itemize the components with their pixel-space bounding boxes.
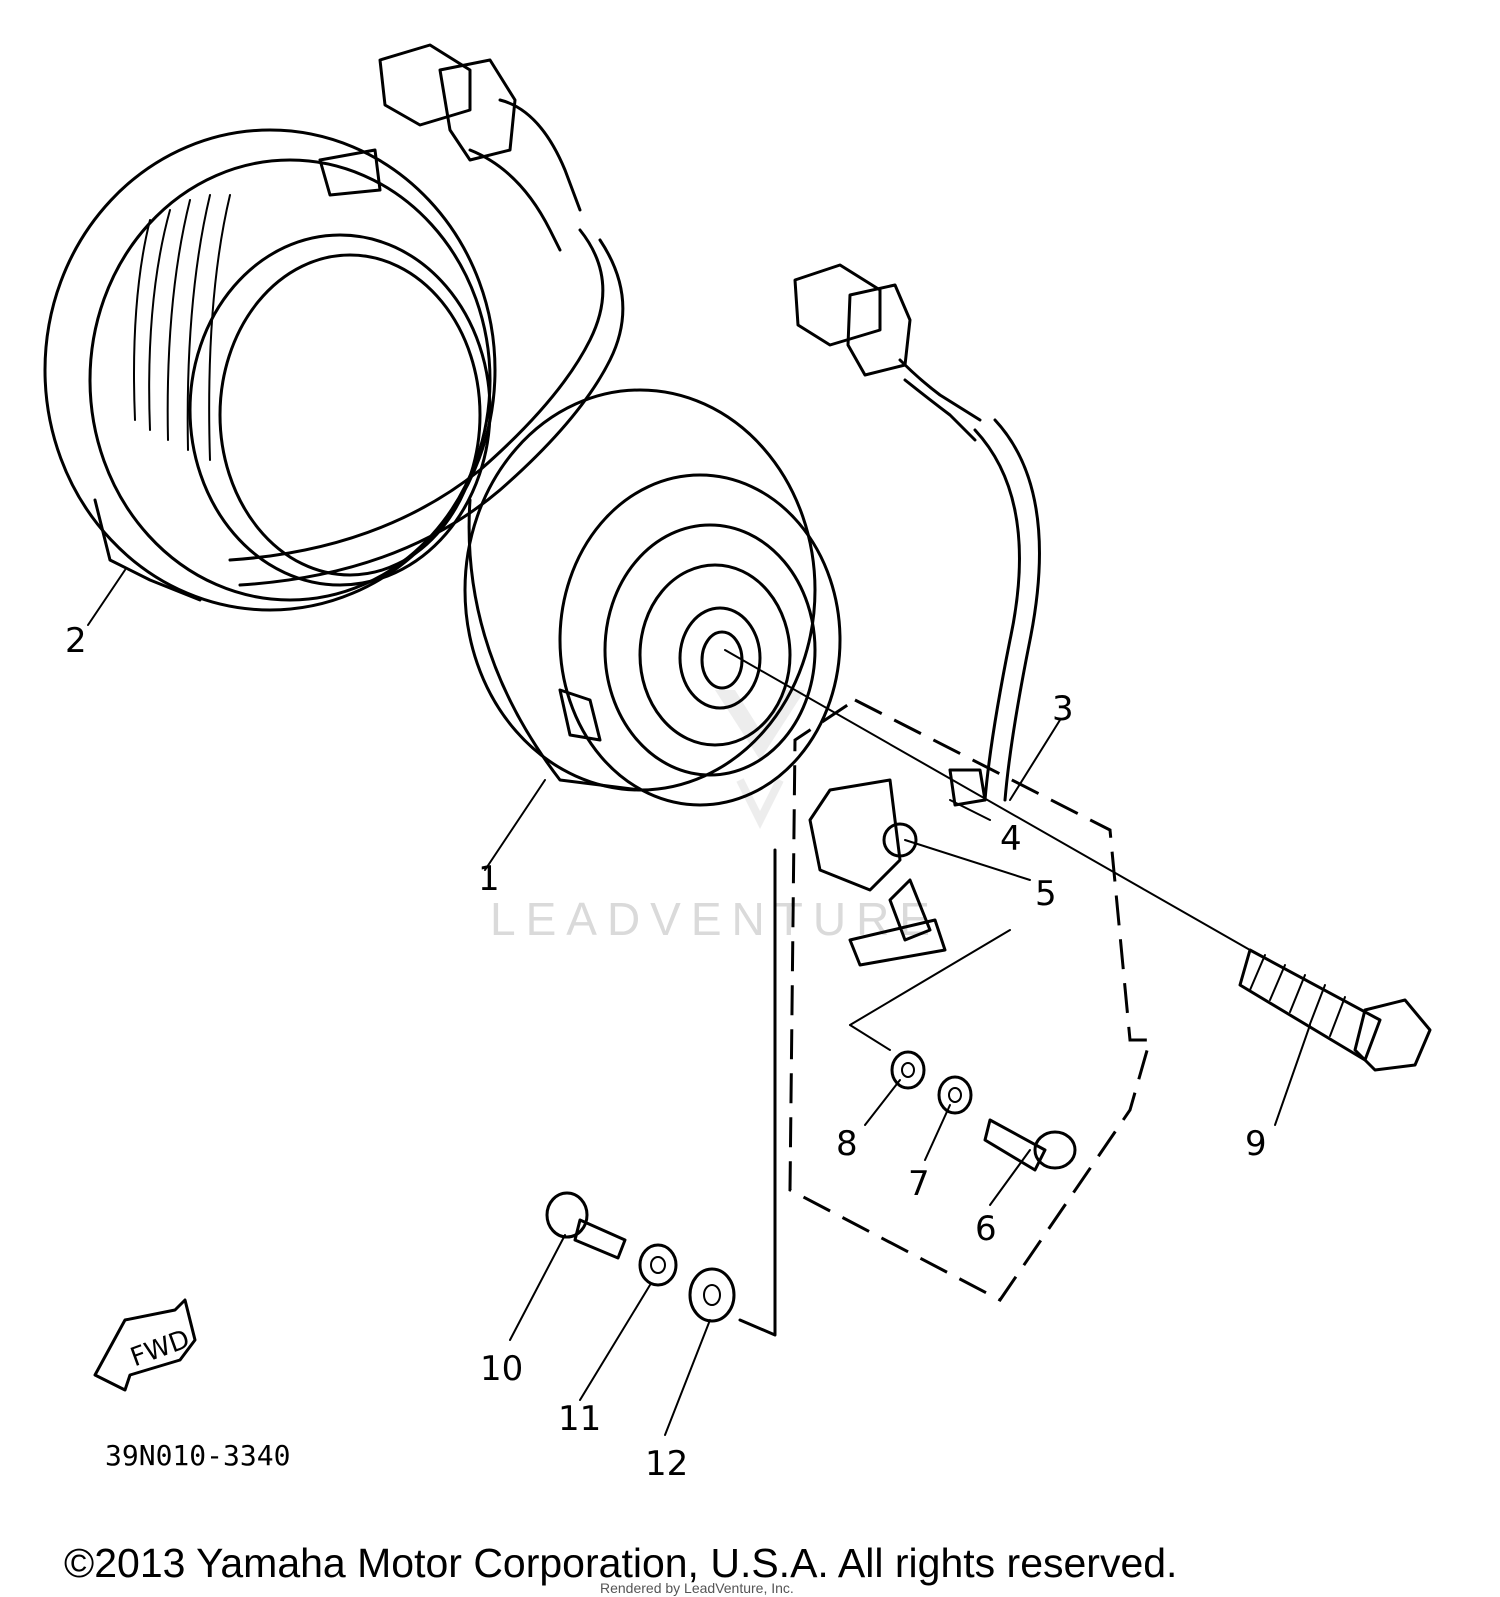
pickup-assembly-outline (788, 698, 1152, 1302)
callout-6: 6 (975, 1209, 997, 1249)
stator-housing (43, 128, 497, 612)
pickup-connector (793, 263, 1041, 802)
washer-12 (688, 1267, 736, 1323)
callout-9: 9 (1245, 1124, 1267, 1164)
rotor (463, 388, 842, 807)
rendered-by-text: Rendered by LeadVenture, Inc. (600, 1580, 794, 1596)
fwd-arrow: FWD (93, 1298, 197, 1392)
callout-4: 4 (1000, 819, 1022, 859)
washer-11 (638, 1243, 678, 1287)
callout-8: 8 (836, 1124, 858, 1164)
screw-6 (983, 1118, 1077, 1172)
watermark-text: LEADVENTURE (490, 893, 940, 945)
callout-7: 7 (908, 1164, 930, 1204)
callout-2: 2 (65, 621, 87, 661)
bracket-line (738, 848, 777, 1337)
stator-connector (228, 43, 625, 587)
washer-7 (937, 1075, 973, 1115)
callout-12: 12 (645, 1444, 688, 1484)
washer-8 (890, 1050, 926, 1090)
center-axis-line (724, 649, 1251, 951)
copyright-text: ©2013 Yamaha Motor Corporation, U.S.A. A… (64, 1540, 1178, 1586)
callout-11: 11 (558, 1399, 601, 1439)
callout-3: 3 (1052, 689, 1074, 729)
leader-lines (87, 569, 1311, 1436)
drawing-code: 39N010-3340 (105, 1439, 290, 1472)
callout-5: 5 (1035, 874, 1057, 914)
screw-10 (545, 1191, 627, 1260)
callout-1: 1 (478, 859, 500, 899)
bolt-9 (1238, 948, 1432, 1072)
pickup-coil (808, 768, 1011, 1051)
callout-10: 10 (480, 1349, 523, 1389)
